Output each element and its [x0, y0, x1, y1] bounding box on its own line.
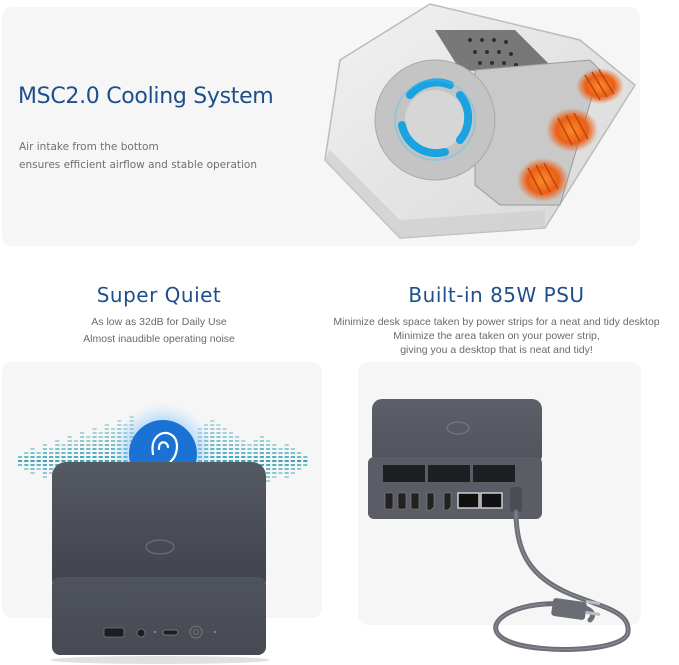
mini-pc-front	[52, 577, 266, 655]
quiet-title: Super Quiet	[96, 283, 222, 307]
ac-plug	[551, 598, 587, 620]
usb-port	[410, 492, 420, 510]
usb-port	[384, 492, 394, 510]
quiet-product-image	[18, 402, 308, 664]
audio-jack	[136, 628, 146, 638]
psu-line-1: Minimize desk space taken by power strip…	[333, 316, 660, 328]
usb-port	[397, 492, 407, 510]
usb-c-port	[162, 629, 179, 636]
mini-pc-logo	[145, 539, 175, 555]
cooling-title: MSC2.0 Cooling System	[18, 84, 274, 109]
power-button	[189, 625, 203, 639]
cooling-line-2: ensures efficient airflow and stable ope…	[19, 159, 258, 171]
cooling-product-image	[324, 3, 636, 239]
cooling-line-1: Air intake from the bottom	[19, 141, 159, 153]
psu-line-3: giving you a desktop that is neat and ti…	[400, 344, 593, 356]
vent-1	[383, 465, 425, 482]
hdmi-port	[426, 492, 435, 511]
mini-pc-top	[52, 462, 266, 594]
cooling-description: Air intake from the bottom ensures effic…	[19, 138, 257, 174]
lan-port-1	[457, 492, 480, 509]
usb-a-port	[103, 627, 125, 638]
psu-description: Minimize desk space taken by power strip…	[314, 315, 679, 357]
quiet-line-2: Almost inaudible operating noise	[83, 333, 235, 345]
mini-pc-logo	[446, 421, 470, 435]
quiet-line-1: As low as 32dB for Daily Use	[91, 316, 227, 328]
mini-pc-rear-top	[372, 399, 542, 465]
psu-line-2: Minimize the area taken on your power st…	[393, 330, 600, 342]
vent-2	[428, 465, 470, 482]
lan-port-2	[480, 492, 503, 509]
psu-product-image	[368, 399, 631, 652]
psu-title: Built-in 85W PSU	[408, 283, 585, 307]
power-cable	[493, 509, 631, 652]
vent-3	[473, 465, 515, 482]
quiet-description: As low as 32dB for Daily Use Almost inau…	[0, 314, 318, 348]
hdmi-port	[443, 492, 452, 511]
power-cable-plug	[510, 487, 522, 512]
